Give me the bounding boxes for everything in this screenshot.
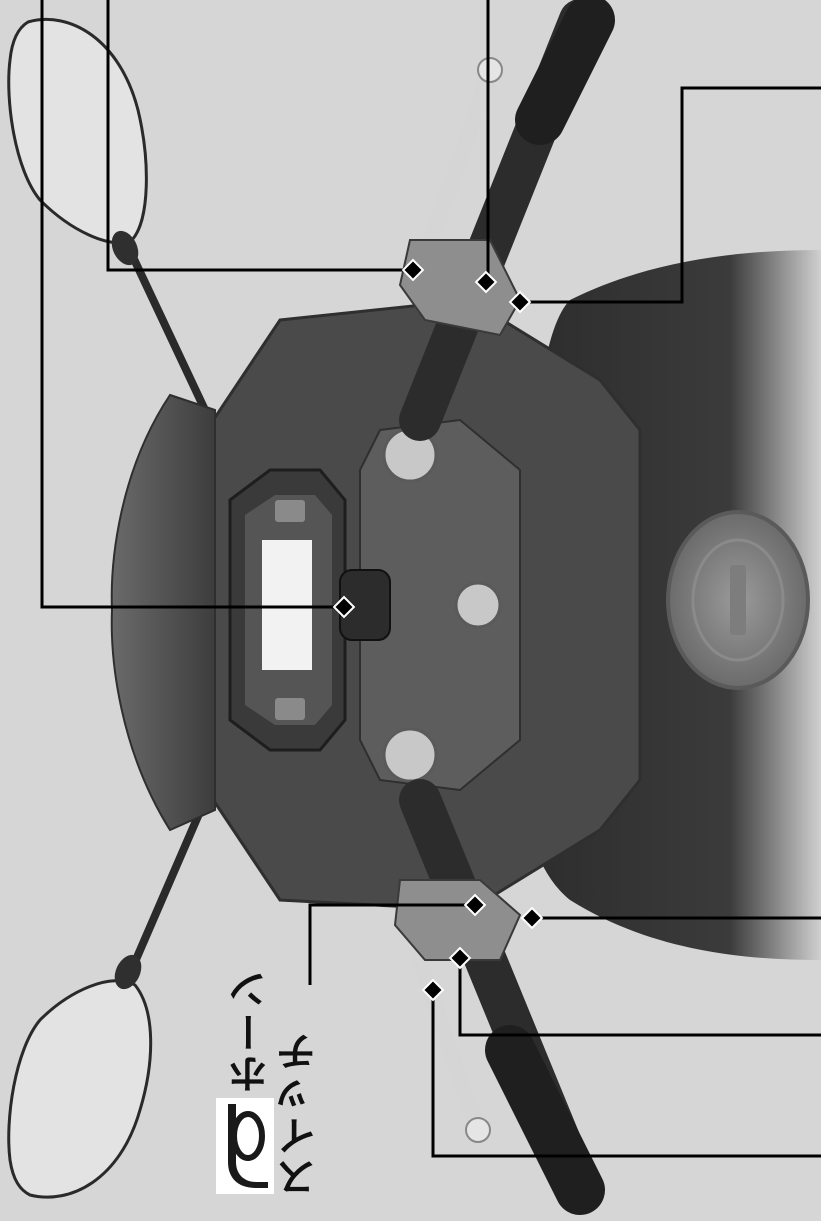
horn-label-line2: スイッチ [277, 1030, 323, 1198]
instrument-cluster [228, 468, 347, 752]
callout-right-switch-3 [520, 86, 821, 304]
callout-horn-switch [308, 903, 475, 985]
mirror-bottom [7, 796, 209, 1199]
callout-right-switch-1 [106, 0, 415, 272]
marker-1 [401, 258, 425, 282]
marker-7 [448, 946, 472, 970]
lever-top [422, 62, 498, 248]
marker-3 [508, 290, 532, 314]
callout-lines [40, 0, 821, 1158]
horn-icon [228, 1104, 268, 1188]
callout-markers [332, 258, 544, 1002]
switch-housing-right [398, 239, 522, 337]
horn-label-line1: ホーン [229, 968, 275, 1094]
callout-left-switch-2 [458, 958, 821, 1037]
marker-8 [421, 978, 445, 1002]
callout-main-switch [40, 0, 344, 609]
horn-switch-label: ホーン スイッチ [212, 948, 332, 1198]
horn-icon-box [216, 1098, 274, 1194]
marker-4 [332, 595, 356, 619]
marker-2 [474, 270, 498, 294]
lever-bottom [412, 952, 486, 1138]
marker-6 [520, 906, 544, 930]
windscreen [110, 393, 216, 832]
callout-left-switch-3 [431, 990, 821, 1158]
switch-housing-left [393, 879, 522, 961]
marker-5 [463, 893, 487, 917]
